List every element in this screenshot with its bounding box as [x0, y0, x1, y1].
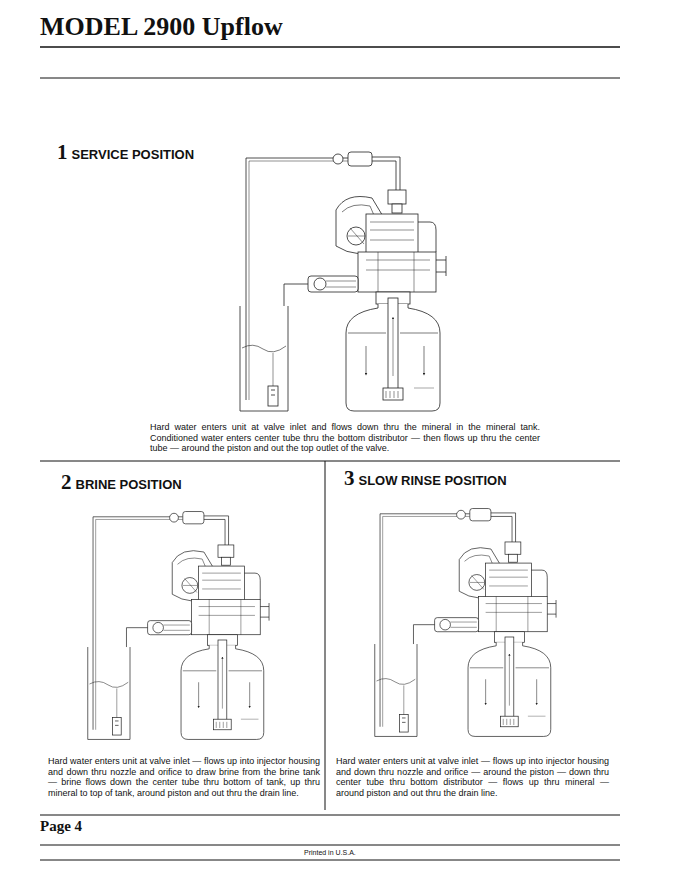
valve-illustration	[88, 512, 269, 740]
rule-line	[40, 46, 620, 48]
rule-line	[40, 845, 620, 846]
panel-divider	[40, 461, 620, 462]
valve-illustration	[375, 509, 556, 737]
step-heading: BRINE POSITION	[76, 477, 182, 492]
page-number: Page 4	[40, 818, 82, 835]
step-number: 1	[57, 141, 68, 163]
step-number: 2	[61, 471, 72, 493]
position-panel: 3 SLOW RINSE POSITION Hard water enters un…	[326, 462, 620, 810]
panel-divider	[325, 461, 326, 810]
step-heading: SLOW RINSE POSITION	[359, 473, 507, 488]
page-title: MODEL 2900 Upflow	[40, 12, 283, 42]
step-description: Hard water enters unit at valve inlet — …	[48, 756, 320, 798]
rule-line	[40, 860, 620, 861]
position-panel: 1 SERVICE POSITION Hard water enters unit …	[40, 80, 620, 460]
step-description: Hard water enters unit at valve inlet an…	[150, 422, 540, 454]
rule-line	[40, 78, 620, 79]
valve-illustration	[240, 152, 446, 411]
print-note: Printed in U.S.A.	[304, 848, 356, 857]
step-number: 3	[344, 467, 355, 489]
step-heading: SERVICE POSITION	[72, 147, 195, 162]
step-description: Hard water enters unit at valve inlet — …	[336, 756, 609, 798]
position-panel: 2 BRINE POSITION Hard water enters unit at…	[40, 462, 325, 810]
rule-line	[40, 815, 620, 816]
